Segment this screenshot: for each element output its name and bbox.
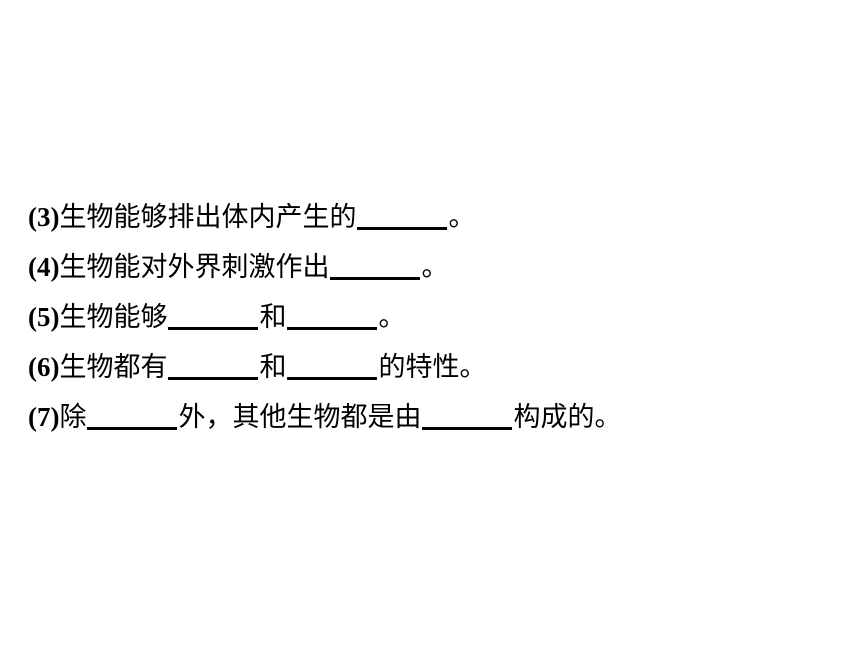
question-text: 生物能对外界刺激作出: [59, 252, 330, 283]
question-text: 和: [259, 352, 287, 383]
question-number: (6): [28, 352, 60, 382]
answer-blank[interactable]: [87, 400, 178, 430]
question-text: 的特性。: [378, 352, 487, 383]
answer-blank[interactable]: [168, 350, 259, 380]
answer-blank[interactable]: [357, 200, 448, 230]
question-text: 。: [378, 302, 406, 333]
question-number: (7): [28, 402, 60, 432]
question-list: (3)生物能够排出体内产生的。 (4)生物能对外界刺激作出。 (5)生物能够和。…: [28, 192, 828, 442]
question-number: (3): [28, 202, 60, 232]
question-6: (6)生物都有 和 的特性。: [28, 342, 828, 392]
question-text: 和: [259, 302, 287, 333]
question-number: (5): [28, 302, 60, 332]
question-3: (3)生物能够排出体内产生的 。: [28, 192, 828, 242]
question-7: (7)除 外，其他生物都是由 构成的。: [28, 392, 828, 442]
question-text: 外，其他生物都是由: [178, 402, 422, 433]
question-number: (4): [28, 252, 60, 282]
question-text: 除: [59, 402, 87, 433]
question-text: 生物能够排出体内产生的: [59, 202, 357, 233]
answer-blank[interactable]: [287, 350, 378, 380]
answer-blank[interactable]: [422, 400, 513, 430]
question-text: 生物都有: [59, 352, 168, 383]
answer-blank[interactable]: [287, 300, 378, 330]
question-text: 生物能够: [59, 302, 168, 333]
question-text: 构成的。: [513, 402, 622, 433]
answer-blank[interactable]: [330, 250, 421, 280]
question-4: (4)生物能对外界刺激作出 。: [28, 242, 828, 292]
question-5: (5)生物能够 和 。: [28, 292, 828, 342]
question-text: 。: [448, 202, 476, 233]
answer-blank[interactable]: [168, 300, 259, 330]
question-text: 。: [421, 252, 449, 283]
